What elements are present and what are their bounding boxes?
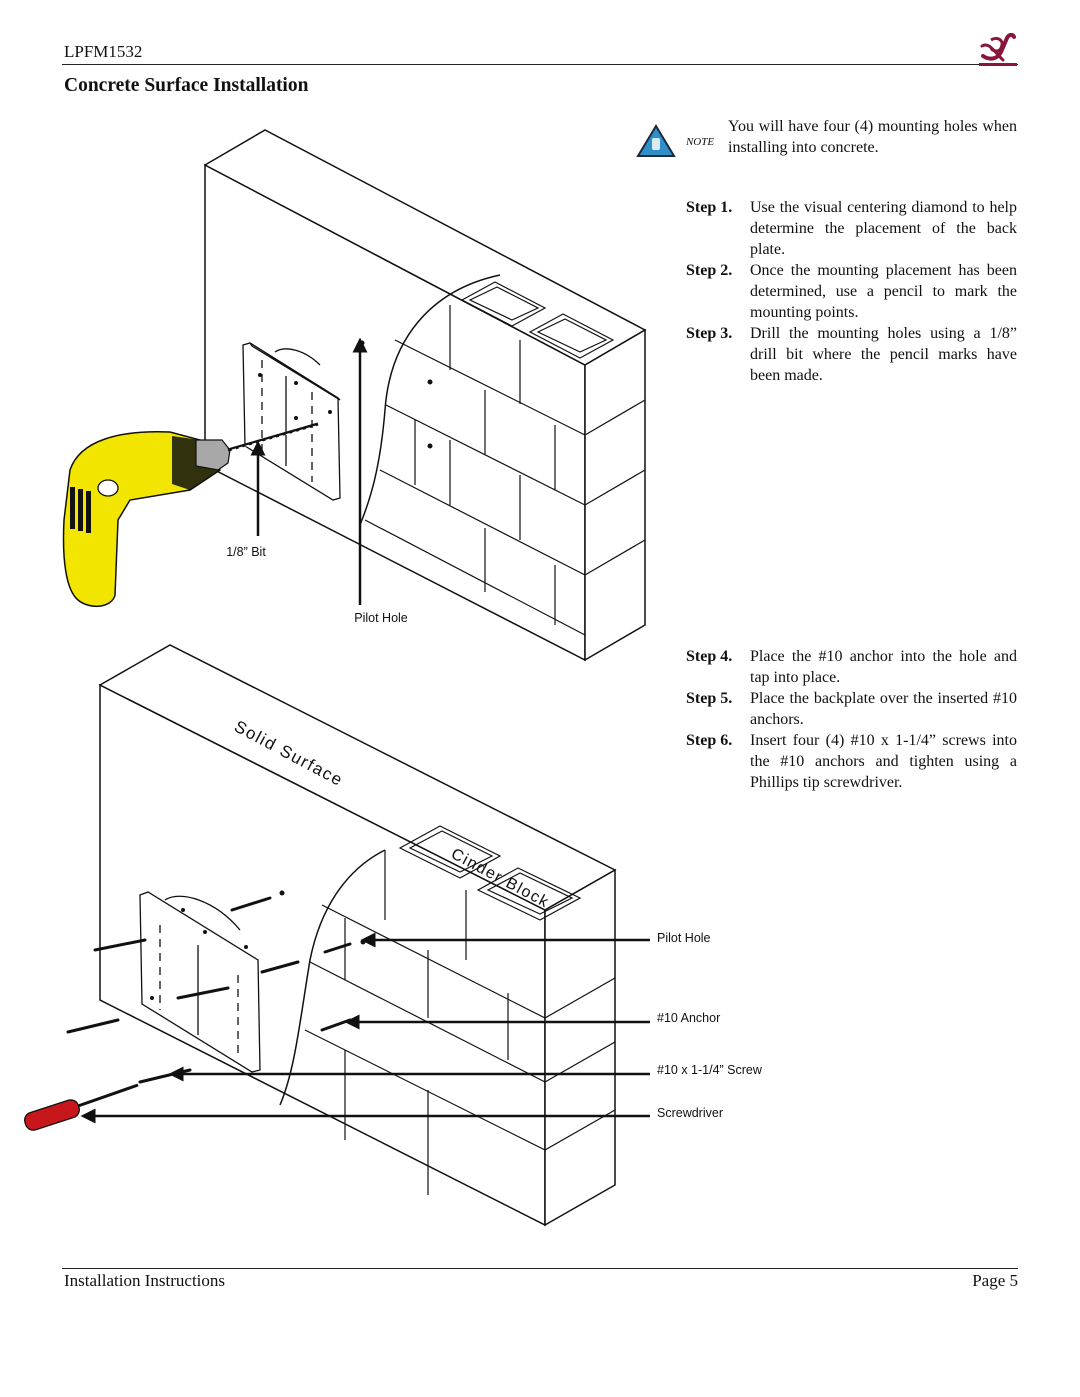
screws (66, 896, 352, 1084)
note-text: You will have four (4) mounting holes wh… (728, 118, 1017, 156)
callout-screw: #10 x 1-1/4” Screw (657, 1063, 763, 1077)
bottom-wall-diagram: Solid Surface Cinder Block (24, 644, 763, 1227)
pilot-hole-mark (427, 443, 433, 449)
step-label: Step 5. (686, 690, 733, 707)
pilot-hole-mark (279, 890, 285, 896)
note-label: NOTE (685, 136, 714, 148)
installation-diagram: 1/8” Bit Pilot Hole (24, 129, 763, 1227)
note-hand-icon: NOTE (636, 124, 714, 157)
step-text: Place the #10 anchor into the hole and t… (750, 648, 1017, 686)
step-item: Step 5. Place the backplate over the ins… (686, 688, 1017, 730)
step-label: Step 1. (686, 199, 733, 216)
step-label: Step 6. (686, 732, 733, 749)
step-label: Step 3. (686, 325, 733, 342)
page-number: Page 5 (972, 1271, 1018, 1290)
plate-hole (150, 996, 154, 1000)
footer-rule (62, 1268, 1018, 1269)
steps-group-1: Step 1. Use the visual centering diamond… (686, 197, 1017, 386)
steps-group-2: Step 4. Place the #10 anchor into the ho… (686, 646, 1017, 793)
bit-label: 1/8” Bit (226, 545, 266, 559)
callout-anchor: #10 Anchor (657, 1011, 720, 1025)
step-item: Step 1. Use the visual centering diamond… (686, 197, 1017, 260)
plate-hole (294, 381, 298, 385)
brick-lines (364, 305, 646, 636)
drill-icon (62, 422, 319, 607)
screwdriver-icon (24, 1083, 139, 1131)
pilot-hole-mark (427, 379, 433, 385)
header-rule (62, 64, 1018, 65)
back-plate (242, 342, 341, 501)
step-text: Place the backplate over the inserted #1… (750, 690, 1017, 728)
plate-hole (328, 410, 332, 414)
plate-hole (258, 373, 262, 377)
step-item: Step 4. Place the #10 anchor into the ho… (686, 646, 1017, 688)
cinder-cavities (460, 281, 615, 359)
plate-hole (181, 908, 185, 912)
callout-screwdriver: Screwdriver (657, 1106, 723, 1120)
plate-hole (203, 930, 207, 934)
step-text: Insert four (4) #10 x 1-1/4” screws into… (750, 732, 1017, 791)
step-item: Step 3. Drill the mounting holes using a… (686, 323, 1017, 386)
step-text: Drill the mounting holes using a 1/8” dr… (750, 325, 1017, 384)
pilot-hole-mark (359, 340, 365, 346)
step-text: Once the mounting placement has been det… (750, 262, 1017, 321)
back-plate (139, 891, 261, 1073)
step-label: Step 2. (686, 262, 733, 279)
plate-hole (294, 416, 298, 420)
pilot-hole-mark (360, 939, 366, 945)
step-label: Step 4. (686, 648, 733, 665)
model-number: LPFM1532 (64, 42, 143, 61)
pilot-hole-label: Pilot Hole (354, 611, 408, 625)
brand-monogram-icon (979, 30, 1017, 66)
step-item: Step 2. Once the mounting placement has … (686, 260, 1017, 323)
page-title: Concrete Surface Installation (64, 75, 309, 96)
step-text: Use the visual centering diamond to help… (750, 199, 1017, 258)
top-wall-diagram: 1/8” Bit Pilot Hole (62, 129, 647, 662)
cinder-cavities (398, 825, 582, 921)
callout-pilot-hole: Pilot Hole (657, 931, 711, 945)
plate-hole (244, 945, 248, 949)
step-item: Step 6. Insert four (4) #10 x 1-1/4” scr… (686, 730, 1017, 793)
brick-lines (304, 850, 616, 1195)
footer-document-title: Installation Instructions (64, 1271, 226, 1290)
